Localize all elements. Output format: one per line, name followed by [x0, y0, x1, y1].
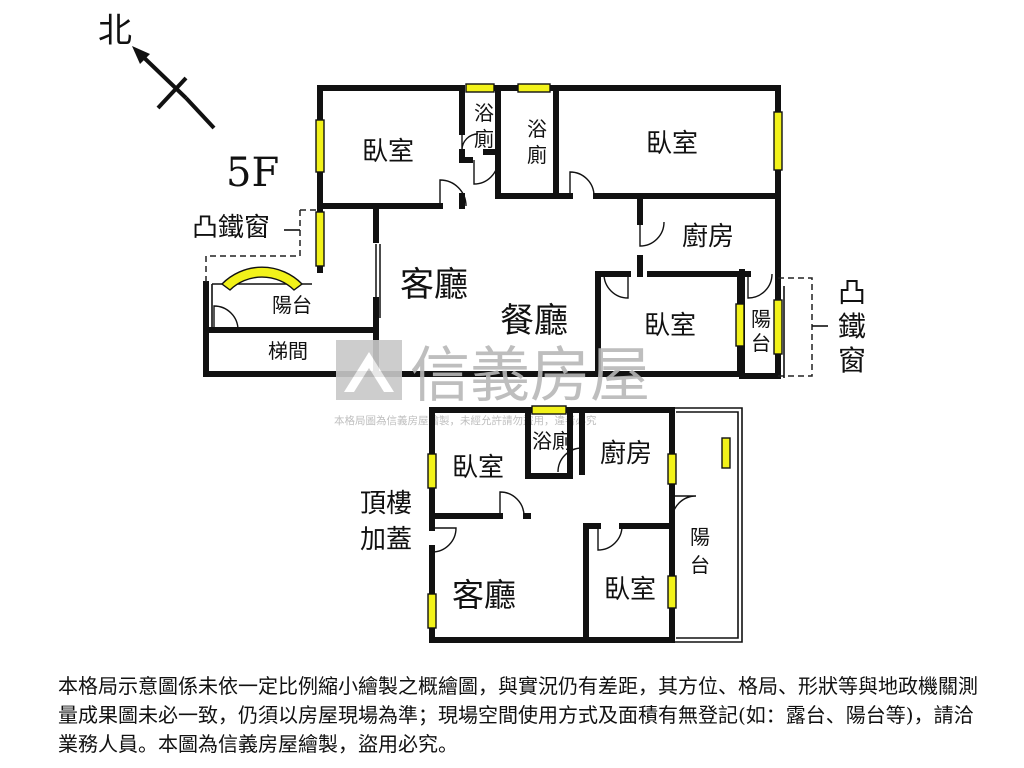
- door-roof-4: [671, 495, 697, 521]
- door-roof-2: [431, 527, 457, 553]
- room-dining: 餐廳: [500, 301, 568, 341]
- window-5f-5: [773, 111, 783, 171]
- door-5f-2: [461, 133, 479, 151]
- rooftop-title: 頂樓加蓋: [360, 489, 412, 555]
- compass: 北: [98, 11, 216, 130]
- room-bedroom-nw: 臥室: [362, 137, 414, 167]
- plan-rooftop: 頂樓加蓋 臥室 浴廁 廚房 客廳 臥室 陽台: [360, 405, 743, 643]
- north-label: 北: [98, 11, 132, 51]
- watermark: 信義房屋 本格局圖為信義房屋繪製，未經允許請勿盜用，違者必究: [334, 340, 650, 427]
- door-5f-1: [439, 179, 467, 207]
- room-bath-2: 浴廁: [527, 117, 547, 167]
- wall-5f-interior: [203, 85, 781, 377]
- room-stair: 梯間: [268, 339, 308, 363]
- door-5f-8: [213, 305, 239, 331]
- window-5f-4: [517, 83, 551, 93]
- window-5f-3: [465, 83, 495, 93]
- door-5f-3: [473, 159, 499, 185]
- room-bedroom-ne: 臥室: [646, 129, 698, 159]
- window-roof-5: [427, 593, 437, 629]
- window-5f-7: [773, 299, 783, 355]
- north-arrowhead-icon: [132, 46, 150, 64]
- rooftop-kitchen: 廚房: [600, 439, 652, 469]
- window-5f-6: [735, 303, 745, 347]
- watermark-notice: 本格局圖為信義房屋繪製，未經允許請勿盜用，違者必究: [334, 414, 597, 427]
- window-roof-2: [427, 453, 437, 489]
- room-kitchen: 廚房: [682, 222, 734, 252]
- door-5f-6: [603, 273, 629, 299]
- rooftop-bedroom-nw: 臥室: [452, 453, 504, 483]
- room-balcony-w: 陽台: [272, 293, 312, 317]
- room-balcony-e: 陽台: [751, 307, 771, 355]
- balcony-rooftop-railing: [672, 407, 743, 643]
- watermark-brand: 信義房屋: [410, 341, 650, 411]
- compass-cross-icon: [156, 76, 188, 110]
- label-bay-window-w: 凸鐵窗: [192, 213, 270, 243]
- rooftop-bath: 浴廁: [532, 429, 572, 453]
- label-bay-window-e: 凸鐵窗: [838, 276, 866, 377]
- floor-label: 5F: [226, 150, 279, 196]
- rooftop-living: 客廳: [452, 576, 516, 614]
- door-roof-3: [597, 525, 623, 551]
- floor-plan-diagram: 北 5F: [98, 11, 866, 643]
- room-bath-1: 浴廁: [474, 101, 494, 151]
- door-5f-7: [747, 273, 773, 299]
- door-5f-5: [639, 221, 665, 247]
- window-roof-4: [721, 437, 731, 469]
- rooftop-bedroom-se: 臥室: [604, 575, 656, 605]
- door-roof-5: [557, 447, 583, 473]
- window-5f-2: [315, 211, 325, 267]
- window-roof-6: [667, 575, 677, 609]
- wall-rooftop-interior: [429, 407, 675, 643]
- disclaimer-text: 本格局示意圖係未依一定比例縮小繪製之概繪圖，與實況仍有差距，其方位、格局、形狀等…: [58, 674, 978, 756]
- room-living: 客廳: [400, 265, 468, 305]
- door-5f-4: [569, 171, 595, 197]
- rooftop-balcony: 陽台: [690, 525, 710, 577]
- plan-5f: 臥室 浴廁 浴廁 臥室 廚房 客廳 餐廳 臥室 陽台 陽台 梯間 凸鐵窗 凸鐵窗: [192, 83, 866, 379]
- bay-window-w-outline: [205, 209, 320, 284]
- door-roof-1: [499, 491, 525, 517]
- window-5f-arc: [220, 266, 304, 291]
- bay-window-e-outline: [778, 277, 813, 377]
- window-roof-1: [531, 405, 567, 415]
- window-roof-3: [667, 453, 677, 485]
- room-bedroom-se: 臥室: [644, 311, 696, 341]
- window-5f-1: [315, 119, 325, 173]
